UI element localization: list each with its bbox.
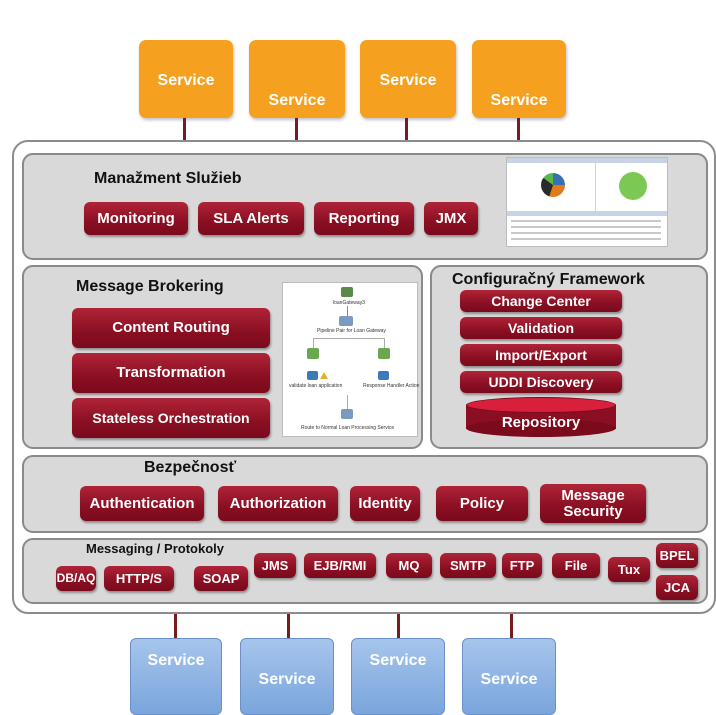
- connector-top-1: [183, 118, 186, 140]
- request-stage-icon: [307, 348, 319, 359]
- management-title: Manažment Služieb: [94, 170, 242, 187]
- db-aq-button[interactable]: DB/AQ: [56, 566, 96, 591]
- message-security-line-1: Message: [561, 486, 625, 504]
- monitoring-button[interactable]: Monitoring: [84, 202, 188, 235]
- security-panel: Bezpečnosť Authentication Authorization …: [22, 455, 708, 533]
- dashboard-divider: [595, 163, 596, 211]
- service-box-bottom-1: Service: [130, 638, 222, 715]
- dashboard-header-bar: [507, 158, 667, 163]
- reporting-button[interactable]: Reporting: [314, 202, 414, 235]
- service-box-top-1: Service: [139, 40, 233, 118]
- file-button[interactable]: File: [552, 553, 600, 578]
- monitoring-dashboard-thumbnail: [506, 157, 668, 247]
- validation-button[interactable]: Validation: [460, 317, 622, 339]
- flow-line: [347, 306, 348, 316]
- service-label: Service: [147, 652, 205, 669]
- tux-button[interactable]: Tux: [608, 557, 650, 582]
- import-export-button[interactable]: Import/Export: [460, 344, 622, 366]
- authorization-button[interactable]: Authorization: [218, 486, 338, 521]
- pipeline-icon: [339, 316, 353, 326]
- pipeline-flow-thumbnail: loanGateway3 Pipeline Pair for Loan Gate…: [282, 282, 420, 437]
- soap-button[interactable]: SOAP: [194, 566, 248, 591]
- jmx-button[interactable]: JMX: [424, 202, 478, 235]
- message-brokering-title: Message Brokering: [76, 278, 224, 295]
- dashboard-row: [511, 238, 661, 240]
- connector-bottom-3: [397, 614, 400, 638]
- bpel-button[interactable]: BPEL: [656, 543, 698, 568]
- connector-top-4: [517, 118, 520, 140]
- pipeline-label: Pipeline Pair for Loan Gateway: [317, 328, 386, 334]
- gateway-icon: [341, 287, 353, 297]
- repository-label: Repository: [501, 414, 581, 431]
- smtp-button[interactable]: SMTP: [440, 553, 496, 578]
- service-label: Service: [379, 72, 437, 89]
- dashboard-row: [511, 232, 661, 234]
- connector-top-3: [405, 118, 408, 140]
- service-box-bottom-2: Service: [240, 638, 334, 715]
- connector-bottom-4: [510, 614, 513, 638]
- service-label: Service: [490, 92, 548, 109]
- response-stage-icon: [378, 348, 390, 359]
- messaging-title: Messaging / Protokoly: [86, 541, 224, 556]
- response-handler-label: Response Handler Action: [363, 383, 420, 389]
- jms-button[interactable]: JMS: [254, 553, 296, 578]
- message-security-line-2: Security: [563, 502, 623, 520]
- stateless-orchestration-button[interactable]: Stateless Orchestration: [72, 398, 270, 438]
- validate-label: validate loan application: [289, 383, 343, 389]
- authentication-button[interactable]: Authentication: [80, 486, 204, 521]
- http-s-button[interactable]: HTTP/S: [104, 566, 174, 591]
- repository-base: [466, 419, 616, 437]
- uddi-discovery-button[interactable]: UDDI Discovery: [460, 371, 622, 393]
- transformation-button[interactable]: Transformation: [72, 353, 270, 393]
- repository-top: [466, 397, 616, 413]
- ftp-button[interactable]: FTP: [502, 553, 542, 578]
- flow-line: [347, 395, 348, 409]
- flow-line: [313, 338, 385, 339]
- identity-button[interactable]: Identity: [350, 486, 420, 521]
- route-icon: [341, 409, 353, 419]
- connector-top-2: [295, 118, 298, 140]
- service-label: Service: [369, 652, 427, 669]
- content-routing-button[interactable]: Content Routing: [72, 308, 270, 348]
- messaging-panel: Messaging / Protokoly DB/AQ HTTP/S SOAP …: [22, 538, 708, 604]
- ejb-rmi-button[interactable]: EJB/RMI: [304, 553, 376, 578]
- jca-button[interactable]: JCA: [656, 575, 698, 600]
- service-label: Service: [480, 671, 538, 688]
- status-pie-icon: [619, 172, 647, 200]
- warning-icon: [320, 372, 328, 379]
- gateway-label: loanGateway3: [333, 300, 365, 306]
- dashboard-row: [511, 226, 661, 228]
- service-label: Service: [258, 671, 316, 688]
- security-title: Bezpečnosť: [144, 459, 237, 476]
- validate-stage-icon: [307, 371, 318, 380]
- configuration-framework-panel: Configuračný Framework Change Center Val…: [430, 265, 708, 449]
- service-box-bottom-4: Service: [462, 638, 556, 715]
- message-security-button[interactable]: Message Security: [540, 484, 646, 523]
- message-brokering-panel: Message Brokering Content Routing Transf…: [22, 265, 423, 449]
- service-box-bottom-3: Service: [351, 638, 445, 715]
- management-panel: Manažment Služieb Monitoring SLA Alerts …: [22, 153, 708, 260]
- policy-button[interactable]: Policy: [436, 486, 528, 521]
- sla-alerts-button[interactable]: SLA Alerts: [198, 202, 304, 235]
- service-box-top-4: Service: [472, 40, 566, 118]
- connector-bottom-2: [287, 614, 290, 638]
- configuration-framework-title: Configuračný Framework: [452, 271, 645, 288]
- mq-button[interactable]: MQ: [386, 553, 432, 578]
- connector-bottom-1: [174, 614, 177, 638]
- service-box-top-3: Service: [360, 40, 456, 118]
- flow-line: [384, 338, 385, 348]
- flow-line: [313, 338, 314, 348]
- handler-stage-icon: [378, 371, 389, 380]
- pie-chart-icon: [541, 173, 565, 197]
- repository-cylinder[interactable]: Repository: [466, 397, 616, 437]
- service-label: Service: [268, 92, 326, 109]
- service-box-top-2: Service: [249, 40, 345, 118]
- service-label: Service: [157, 72, 215, 89]
- route-label: Route to Normal Loan Processing Service: [301, 425, 395, 431]
- change-center-button[interactable]: Change Center: [460, 290, 622, 312]
- dashboard-row: [511, 220, 661, 222]
- dashboard-table-header: [507, 211, 667, 216]
